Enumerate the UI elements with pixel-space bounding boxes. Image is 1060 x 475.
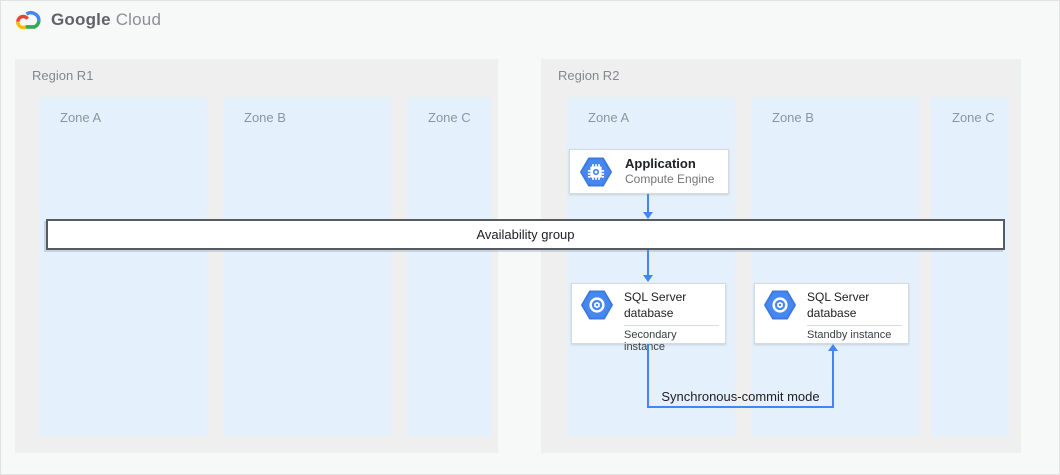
sync-commit-label: Synchronous-commit mode: [661, 389, 820, 404]
zone-r1-c: Zone C: [407, 97, 491, 436]
zone-r1-b: Zone B: [223, 97, 391, 436]
brand-logo: Google Cloud: [15, 9, 161, 31]
sql-standby-card: SQL Server database Standby instance: [754, 283, 909, 344]
zone-r2-a: Zone A: [567, 97, 735, 436]
arrow-group-to-sql: [647, 250, 649, 276]
arrow-app-to-group: [647, 194, 649, 213]
sql-standby-card-text: SQL Server database Standby instance: [807, 290, 902, 342]
card-title: SQL Server database: [807, 290, 870, 320]
application-card-text: Application Compute Engine: [625, 156, 714, 187]
brand-name: Google Cloud: [51, 10, 161, 30]
zone-label: Zone B: [772, 110, 814, 125]
zone-label: Zone C: [428, 110, 471, 125]
sync-connector-bottom: [647, 406, 834, 408]
arrowhead-down-icon: [643, 275, 653, 282]
card-divider: [807, 325, 902, 327]
sql-secondary-card: SQL Server database Secondary instance: [571, 283, 726, 353]
sql-server-database-icon: [581, 290, 613, 320]
region-label: Region R2: [558, 68, 620, 83]
sql-secondary-card-text: SQL Server database Secondary instance: [624, 290, 719, 353]
sync-connector-left: [647, 344, 649, 408]
arrowhead-up-icon: [828, 344, 838, 351]
google-cloud-logo-icon: [16, 11, 41, 30]
card-subtitle: Compute Engine: [625, 172, 715, 187]
zone-r2-b: Zone B: [751, 97, 919, 436]
region-label: Region R1: [32, 68, 94, 83]
arrowhead-down-icon: [643, 212, 653, 219]
card-title: SQL Server database: [624, 290, 687, 320]
instance-label: Standby instance: [807, 329, 892, 342]
compute-engine-icon: [580, 156, 612, 187]
zone-label: Zone C: [952, 110, 995, 125]
card-divider: [624, 325, 719, 327]
sync-connector-right: [832, 351, 834, 408]
region-r2: Region R2 Zone A Zone B Zone C: [541, 59, 1021, 453]
zone-r2-c: Zone C: [931, 97, 1009, 436]
region-r1: Region R1 Zone A Zone B Zone C: [15, 59, 498, 453]
zone-label: Zone B: [244, 110, 286, 125]
card-title: Application: [625, 155, 696, 171]
application-card: Application Compute Engine: [569, 149, 729, 194]
availability-group-label: Availability group: [476, 227, 575, 242]
zone-label: Zone A: [588, 110, 630, 125]
brand-name-google: Google: [51, 10, 111, 29]
zone-label: Zone A: [60, 110, 102, 125]
brand-name-cloud: Cloud: [115, 10, 162, 29]
instance-label: Secondary instance: [624, 329, 677, 354]
zone-r1-a: Zone A: [39, 97, 207, 436]
availability-group-band: Availability group: [46, 219, 1005, 250]
sql-server-database-icon: [764, 290, 796, 320]
